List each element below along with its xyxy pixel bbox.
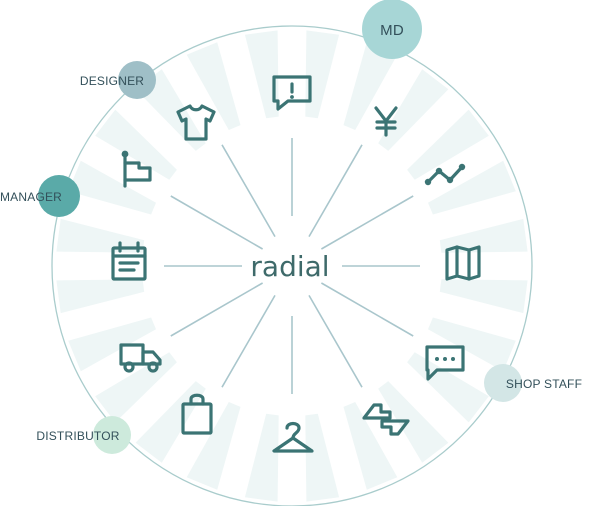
sunburst-ray — [186, 402, 241, 490]
role-manager[interactable]: MANAGER — [0, 175, 80, 217]
sunburst-ray — [407, 109, 489, 180]
role-designer-badge — [118, 61, 156, 99]
sunburst-ray — [428, 160, 516, 215]
sunburst-ray — [95, 109, 177, 180]
spoke-line — [221, 294, 276, 388]
handshake-icon[interactable] — [362, 403, 410, 436]
flag-icon[interactable] — [121, 150, 152, 188]
sunburst-background — [56, 30, 528, 502]
spoke-line — [320, 195, 414, 250]
role-distributor-badge — [93, 416, 131, 454]
sunburst-ray — [378, 69, 449, 151]
sunburst-ray — [244, 413, 279, 502]
map-icon[interactable] — [445, 245, 481, 281]
role-designer-label: DESIGNER — [80, 74, 144, 88]
chat-dots-icon[interactable] — [425, 345, 465, 381]
role-md-label: MD — [380, 22, 404, 39]
sunburst-ray — [135, 381, 206, 463]
role-distributor-label: DISTRIBUTOR — [36, 429, 119, 443]
role-shop-staff[interactable]: SHOP STAFF — [484, 364, 582, 402]
spoke-line — [308, 294, 363, 388]
sunburst-ray — [186, 42, 241, 131]
role-shop-staff-badge — [484, 364, 522, 402]
spoke-line — [221, 144, 276, 238]
hanger-icon[interactable] — [272, 421, 314, 453]
yen-icon[interactable] — [374, 106, 398, 137]
spoke-line — [320, 282, 414, 337]
role-manager-badge — [38, 175, 80, 217]
sunburst-ray — [428, 317, 516, 372]
shopping-bag-icon[interactable] — [181, 393, 213, 435]
sunburst-ray — [407, 352, 489, 423]
alert-chat-icon[interactable] — [272, 75, 312, 111]
sunburst-ray — [343, 402, 398, 490]
sunburst-ray — [305, 413, 340, 502]
spoke-lines — [164, 138, 420, 394]
sunburst-ray — [439, 279, 528, 314]
tshirt-icon[interactable] — [176, 104, 216, 141]
center-label: radial — [250, 250, 329, 283]
role-shop-staff-label: SHOP STAFF — [506, 377, 582, 391]
sunburst-ray — [343, 42, 398, 131]
sunburst-ray — [68, 317, 156, 372]
sunburst-ray — [305, 30, 340, 119]
outer-ring — [51, 25, 533, 506]
sunburst-ray — [439, 218, 528, 253]
spoke-line — [308, 144, 363, 238]
role-distributor[interactable]: DISTRIBUTOR — [36, 416, 131, 454]
role-manager-label: MANAGER — [0, 190, 62, 204]
spoke-line — [170, 195, 264, 250]
truck-icon[interactable] — [119, 343, 162, 373]
sunburst-ray — [68, 160, 156, 215]
role-designer[interactable]: DESIGNER — [80, 61, 156, 99]
sunburst-ray — [56, 218, 145, 253]
trend-line-icon[interactable] — [424, 163, 466, 186]
sunburst-ray — [244, 30, 279, 119]
sunburst-ray — [378, 381, 449, 463]
role-md-badge — [362, 0, 422, 59]
spoke-line — [170, 282, 264, 337]
sunburst-ray — [56, 279, 145, 314]
role-md[interactable]: MD — [362, 0, 422, 59]
calendar-icon[interactable] — [111, 241, 147, 281]
